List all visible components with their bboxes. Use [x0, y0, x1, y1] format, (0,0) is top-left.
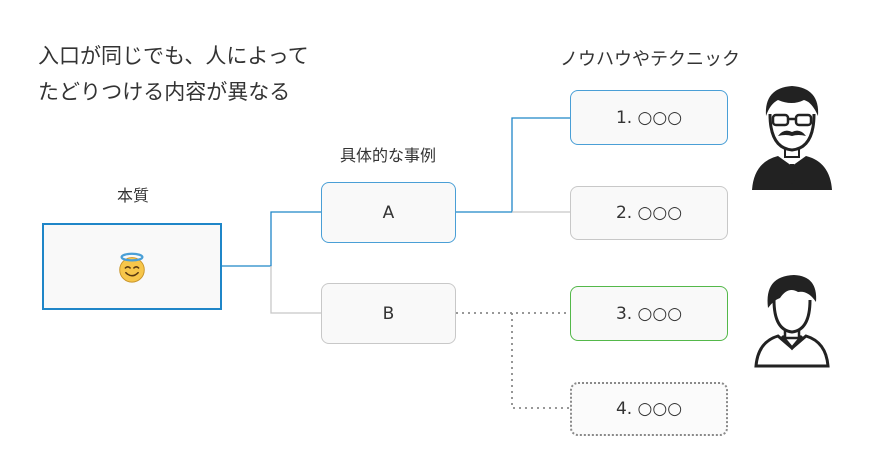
essence-label: 本質 — [116, 186, 149, 205]
technique-2-box: 2. ○○○ — [570, 186, 728, 240]
connector-essence-to-b — [270, 266, 321, 314]
connector-essence-to-a — [221, 211, 321, 267]
techniques-label: ノウハウやテクニック — [560, 49, 740, 70]
technique-3-box: 3. ○○○ — [570, 286, 728, 341]
case-b-label: B — [382, 303, 395, 324]
essence-box — [42, 223, 222, 310]
technique-3-label: 3. ○○○ — [615, 303, 683, 324]
case-b-box: B — [321, 283, 456, 344]
case-a-box: A — [321, 182, 456, 243]
heading-line-1: 入口が同じでも、人によって — [38, 44, 309, 68]
technique-2-label: 2. ○○○ — [615, 203, 683, 223]
person-silhouette-icon — [754, 275, 830, 368]
technique-4-box: 4. ○○○ — [570, 382, 728, 436]
connector-b-to-4 — [511, 313, 570, 409]
smiling-face-with-halo-icon — [119, 252, 145, 283]
diagram-heading: 入口が同じでも、人によって たどりつける内容が異なる — [38, 38, 309, 110]
man-with-glasses-and-mustache-icon — [752, 86, 832, 190]
technique-4-label: 4. ○○○ — [615, 399, 683, 419]
technique-1-box: 1. ○○○ — [570, 90, 728, 145]
technique-1-label: 1. ○○○ — [615, 107, 683, 128]
heading-line-2: たどりつける内容が異なる — [38, 80, 291, 104]
cases-label: 具体的な事例 — [339, 146, 436, 165]
connector-a-to-1 — [456, 117, 570, 213]
case-a-label: A — [382, 202, 395, 223]
